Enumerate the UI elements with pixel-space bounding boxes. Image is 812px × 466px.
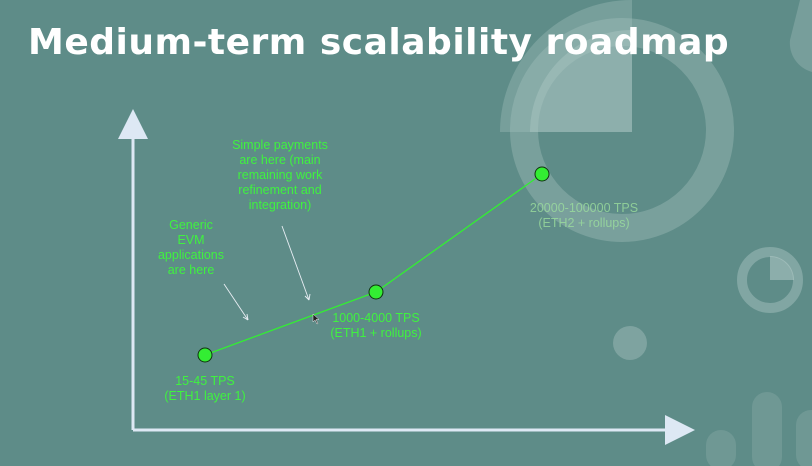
dot-decoration	[613, 326, 647, 360]
point-rollups-marker	[368, 284, 384, 300]
evm-pointer-arrow	[223, 283, 249, 321]
bars-decoration	[706, 392, 812, 466]
annotation-evm: Generic EVM applications are here	[157, 218, 224, 277]
large-ring-decoration	[500, 0, 734, 242]
trend-segment-1	[204, 291, 377, 356]
point-l1-marker	[197, 347, 213, 363]
point-l1-label: 15-45 TPS (ETH1 layer 1)	[164, 374, 246, 403]
point-eth2-label: 20000-100000 TPS (ETH2 + rollups)	[529, 201, 639, 230]
corner-decoration	[789, 0, 812, 72]
slide-title: Medium-term scalability roadmap	[28, 22, 730, 63]
trend-segment-2	[375, 173, 543, 293]
payments-pointer-arrow	[281, 225, 310, 301]
mouse-cursor-icon	[312, 313, 320, 325]
annotation-payments: Simple payments are here (main remaining…	[232, 138, 328, 212]
point-eth2-marker	[534, 166, 550, 182]
small-ring-decoration	[737, 247, 803, 313]
point-rollups-label: 1000-4000 TPS (ETH1 + rollups)	[330, 311, 422, 340]
